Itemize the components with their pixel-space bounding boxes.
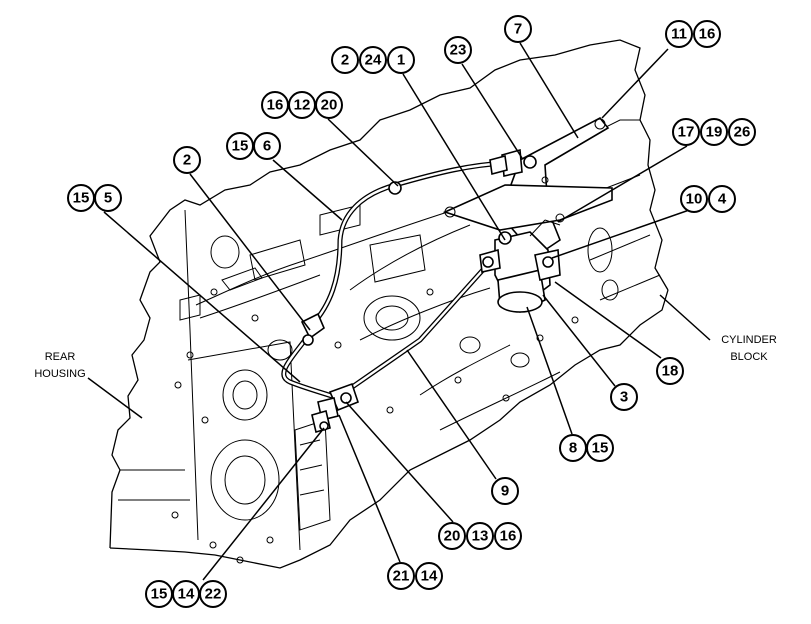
callout-number: 8 (569, 440, 577, 457)
callout-number: 15 (232, 138, 249, 155)
fittings (300, 312, 359, 433)
callout-15-5: 15 5 (67, 184, 122, 212)
callout-number: 5 (104, 190, 112, 207)
callout-10-4: 10 4 (680, 185, 736, 213)
callout-number: 9 (501, 483, 509, 500)
callout-number: 16 (699, 26, 716, 43)
callout-number: 21 (393, 568, 410, 585)
callout-number: 23 (450, 42, 467, 59)
callout-18: 18 (656, 357, 684, 385)
callout-20-13-16: 20 13 16 (438, 522, 522, 550)
callout-2: 2 (173, 146, 201, 174)
callout-number: 19 (706, 124, 723, 141)
callout-11-16: 11 16 (665, 20, 721, 48)
callout-number: 2 (341, 52, 349, 69)
cylinder-block-line1: CYLINDER (721, 334, 777, 346)
callout-9: 9 (491, 477, 519, 505)
callout-number: 14 (178, 586, 195, 603)
tube-assemblies (281, 160, 508, 401)
callout-number: 15 (592, 440, 609, 457)
elbow-upper (300, 312, 325, 340)
cylinder-block-label: CYLINDER BLOCK (721, 334, 777, 363)
rear-housing-label: REAR HOUSING (34, 351, 85, 380)
callout-21-14: 21 14 (387, 562, 443, 590)
callout-number: 1 (397, 52, 405, 69)
engine-block-outline (109, 39, 669, 569)
callout-number: 13 (472, 528, 489, 545)
callout-7: 7 (504, 15, 532, 43)
callout-number: 16 (500, 528, 517, 545)
callout-2-24-1: 2 24 1 (331, 46, 415, 74)
callout-number: 20 (444, 528, 461, 545)
callout-8-15: 8 15 (559, 434, 614, 462)
callout-number: 7 (514, 21, 522, 38)
cylinder-block-line2: BLOCK (730, 351, 768, 363)
callout-number: 14 (421, 568, 438, 585)
callout-number: 22 (205, 586, 222, 603)
callout-number: 15 (73, 190, 90, 207)
callout-number: 20 (321, 97, 338, 114)
callout-23: 23 (444, 36, 472, 64)
callout-number: 24 (365, 52, 382, 69)
callout-number: 3 (620, 389, 628, 406)
callout-16-12-20: 16 12 20 (261, 91, 343, 119)
callout-number: 10 (686, 191, 703, 208)
callout-17-19-26: 17 19 26 (672, 118, 756, 146)
callout-number: 18 (662, 363, 679, 380)
leader-lines (103, 42, 696, 581)
callout-number: 26 (734, 124, 751, 141)
bracket-7 (499, 116, 610, 251)
callout-number: 15 (151, 586, 168, 603)
rear-housing-line1: REAR (45, 351, 76, 363)
callout-number: 12 (294, 97, 311, 114)
rear-housing-line2: HOUSING (34, 368, 85, 380)
callout-number: 4 (718, 191, 727, 208)
callout-number: 17 (678, 124, 695, 141)
callout-15-6: 15 6 (226, 132, 281, 160)
callout-number: 16 (267, 97, 284, 114)
callout-15-14-22: 15 14 22 (145, 580, 227, 608)
callout-number: 2 (183, 152, 191, 169)
callout-3: 3 (610, 383, 638, 411)
callout-number: 6 (263, 138, 271, 155)
bracket-and-valve (388, 116, 613, 313)
callout-number: 11 (671, 26, 687, 43)
